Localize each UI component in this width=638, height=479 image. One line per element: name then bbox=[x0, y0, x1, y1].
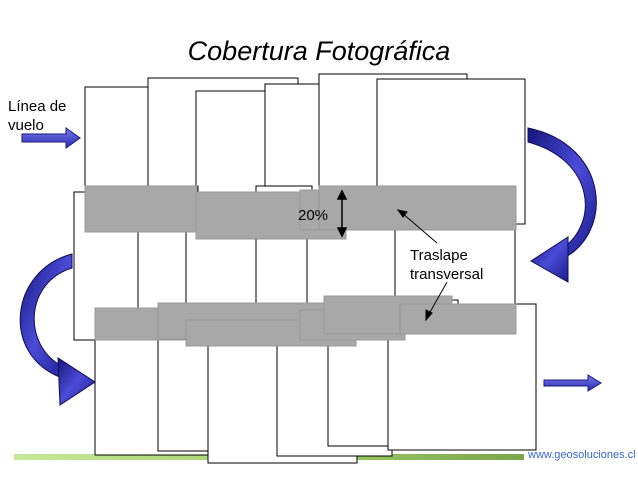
side-overlap-label-line-2: transversal bbox=[410, 266, 484, 283]
turn-arrow-left-icon bbox=[19, 253, 96, 406]
side-overlap-label-line-1: Traslape bbox=[410, 247, 468, 264]
overlap-measure-arrow bbox=[336, 189, 348, 238]
overlap-percent-label: 20% bbox=[298, 207, 329, 224]
flight-line-label-line-2: vuelo bbox=[8, 117, 44, 134]
website-link[interactable]: www.geosoluciones.cl bbox=[528, 449, 636, 461]
page-title: Cobertura Fotográfica bbox=[187, 36, 451, 66]
turn-arrow-right-icon bbox=[527, 127, 597, 283]
overlap-band-top bbox=[84, 185, 517, 240]
flight-line-arrow-icon bbox=[21, 127, 81, 149]
overlap-band-bottom bbox=[94, 295, 517, 347]
flight-line-label: Línea de vuelo bbox=[8, 97, 66, 135]
side-overlap-pointer-arrows bbox=[396, 209, 448, 322]
exit-arrow-icon bbox=[543, 374, 602, 392]
flight-line-label-line-1: Línea de bbox=[8, 98, 67, 115]
side-overlap-label: Traslape transversal bbox=[410, 246, 483, 284]
